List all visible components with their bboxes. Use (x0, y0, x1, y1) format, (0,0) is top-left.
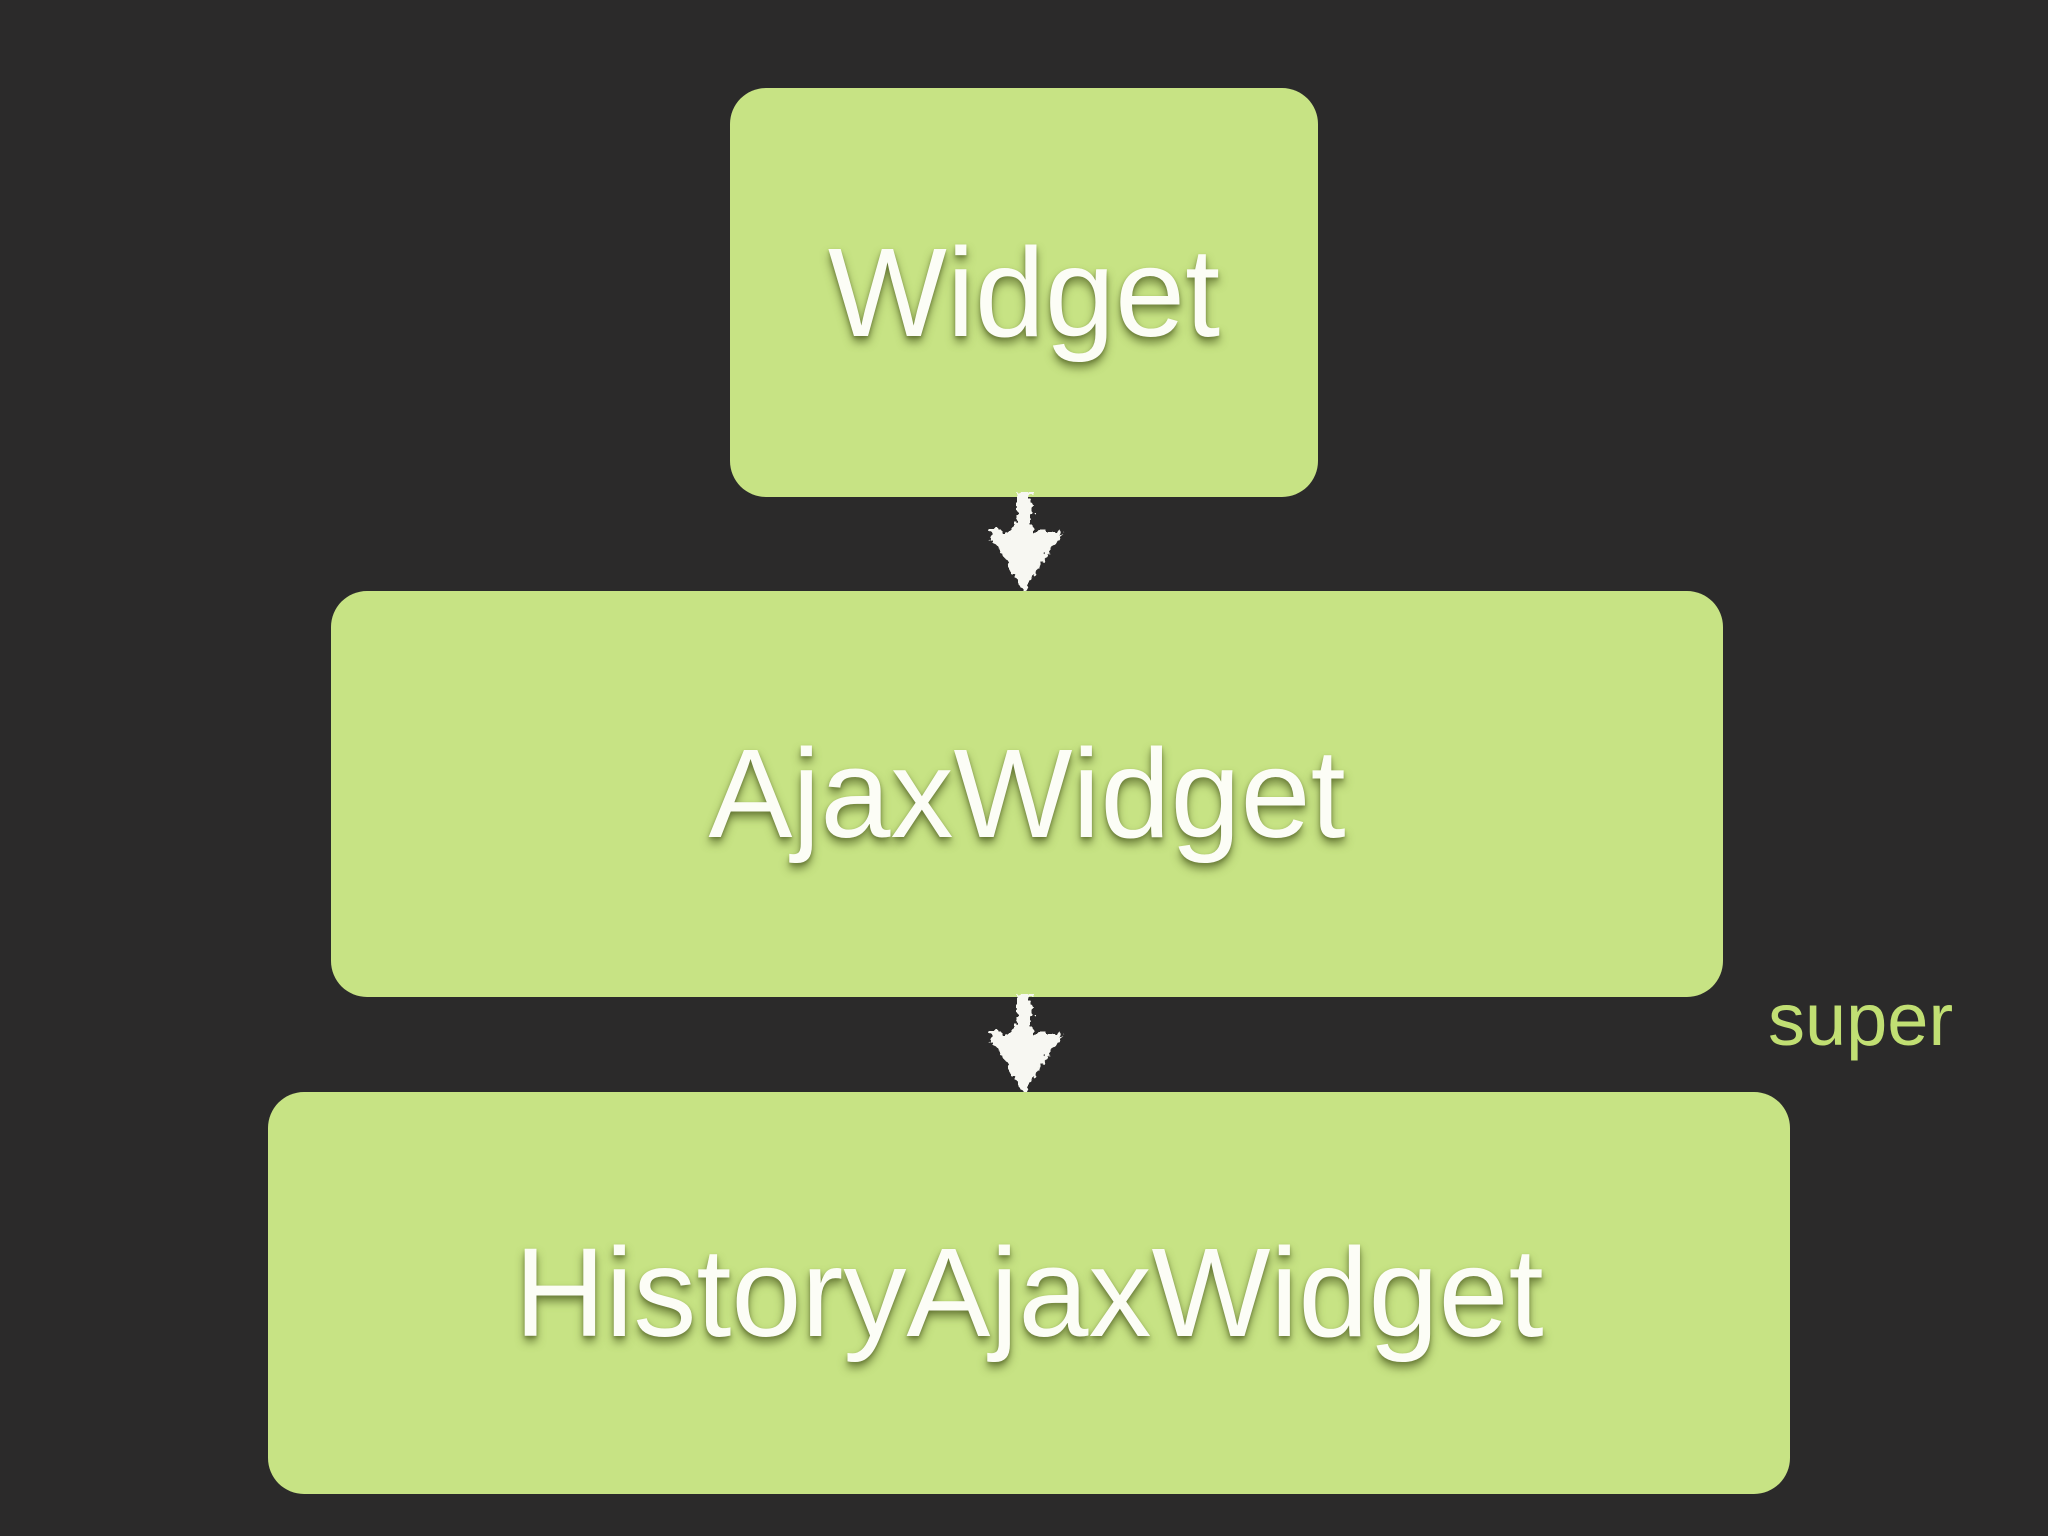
node-history-ajax-widget: HistoryAjaxWidget (268, 1092, 1790, 1494)
node-widget-label: Widget (827, 221, 1221, 363)
node-ajax-widget-label: AjaxWidget (708, 723, 1346, 864)
super-annotation-label: super (1768, 978, 1954, 1061)
node-ajax-widget: AjaxWidget (331, 591, 1723, 997)
down-arrow-icon (986, 994, 1062, 1094)
node-history-ajax-widget-label: HistoryAjaxWidget (514, 1222, 1544, 1363)
node-widget: Widget (730, 88, 1318, 497)
down-arrow-icon (986, 492, 1062, 592)
